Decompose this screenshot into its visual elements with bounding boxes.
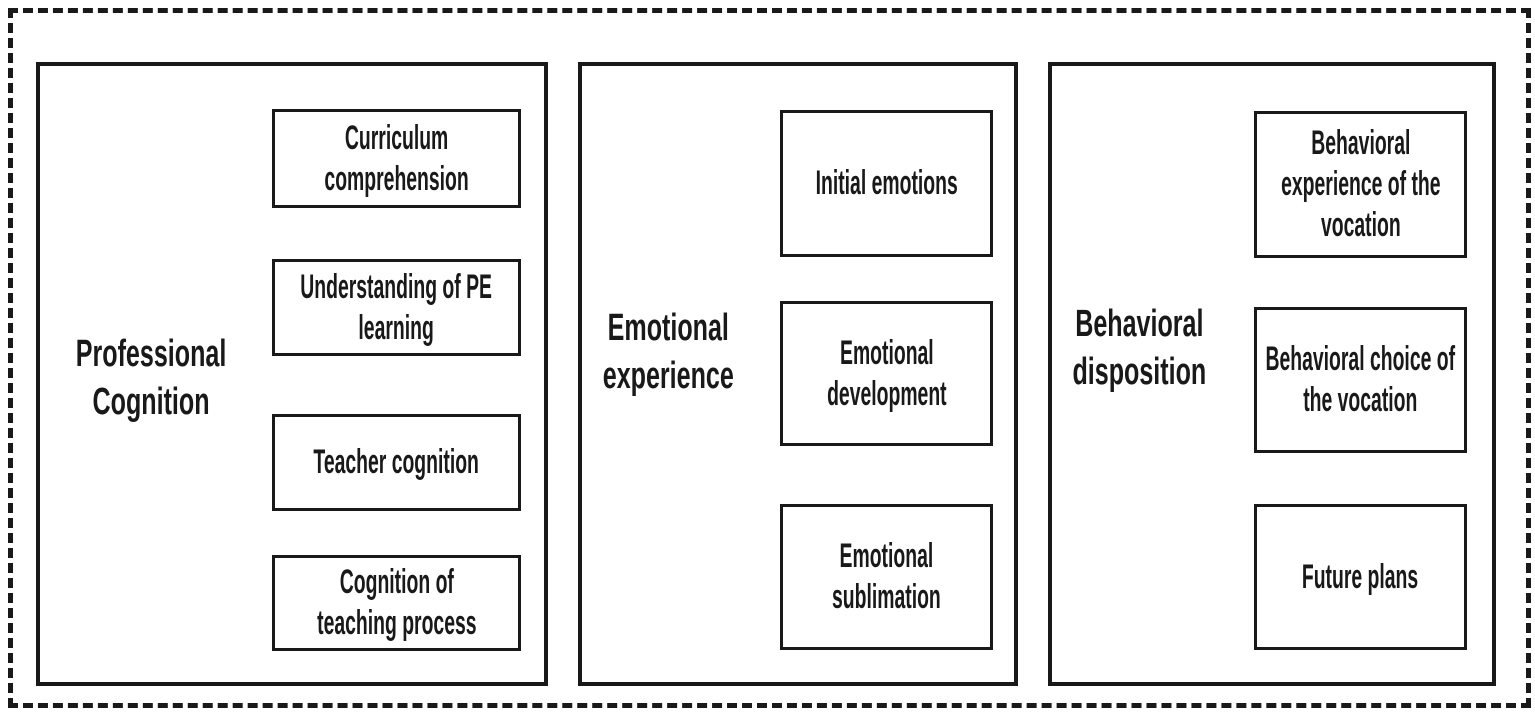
- panel-label-text: Behavioral disposition: [1072, 303, 1207, 393]
- node-label: Understanding of PE learning: [300, 267, 493, 347]
- node-label: Teacher cognition: [313, 443, 480, 481]
- node-teacher-cognition: Teacher cognition: [272, 414, 521, 511]
- node-initial-emotions: Initial emotions: [780, 110, 993, 257]
- node-curriculum-comprehension: Curriculum comprehension: [272, 109, 521, 208]
- panel-label-text: Emotional experience: [602, 307, 734, 397]
- panel-behavioral-disposition: Behavioral disposition Behavioral experi…: [1048, 62, 1496, 686]
- panel-label-professional-cognition: Professional Cognition: [37, 330, 237, 426]
- panel-professional-cognition: Professional Cognition Curriculum compre…: [36, 62, 548, 686]
- node-label: Curriculum comprehension: [324, 118, 469, 198]
- node-emotional-development: Emotional development: [780, 301, 993, 446]
- node-label: Behavioral choice of the vocation: [1265, 340, 1456, 419]
- node-future-plans: Future plans: [1254, 504, 1467, 650]
- node-label: Cognition of teaching process: [316, 563, 477, 642]
- panel-label-emotional-experience: Emotional experience: [568, 304, 768, 400]
- dashed-outer-border: [8, 8, 1531, 708]
- node-label: Initial emotions: [815, 164, 958, 202]
- panel-label-text: Professional Cognition: [75, 333, 227, 423]
- node-behavioral-choice-of-the-vocation: Behavioral choice of the vocation: [1254, 307, 1467, 453]
- panel-label-behavioral-disposition: Behavioral disposition: [1038, 300, 1238, 396]
- node-understanding-of-pe-learning: Understanding of PE learning: [272, 259, 521, 356]
- node-label: Future plans: [1302, 557, 1419, 596]
- node-cognition-of-teaching-process: Cognition of teaching process: [272, 555, 521, 651]
- node-emotional-sublimation: Emotional sublimation: [780, 504, 993, 650]
- node-label: Emotional development: [826, 333, 947, 413]
- node-label: Emotional sublimation: [832, 537, 941, 616]
- node-behavioral-experience-of-the-vocation: Behavioral experience of the vocation: [1254, 111, 1467, 258]
- node-label: Behavioral experience of the vocation: [1280, 124, 1441, 244]
- panel-emotional-experience: Emotional experience Initial emotions Em…: [578, 62, 1018, 686]
